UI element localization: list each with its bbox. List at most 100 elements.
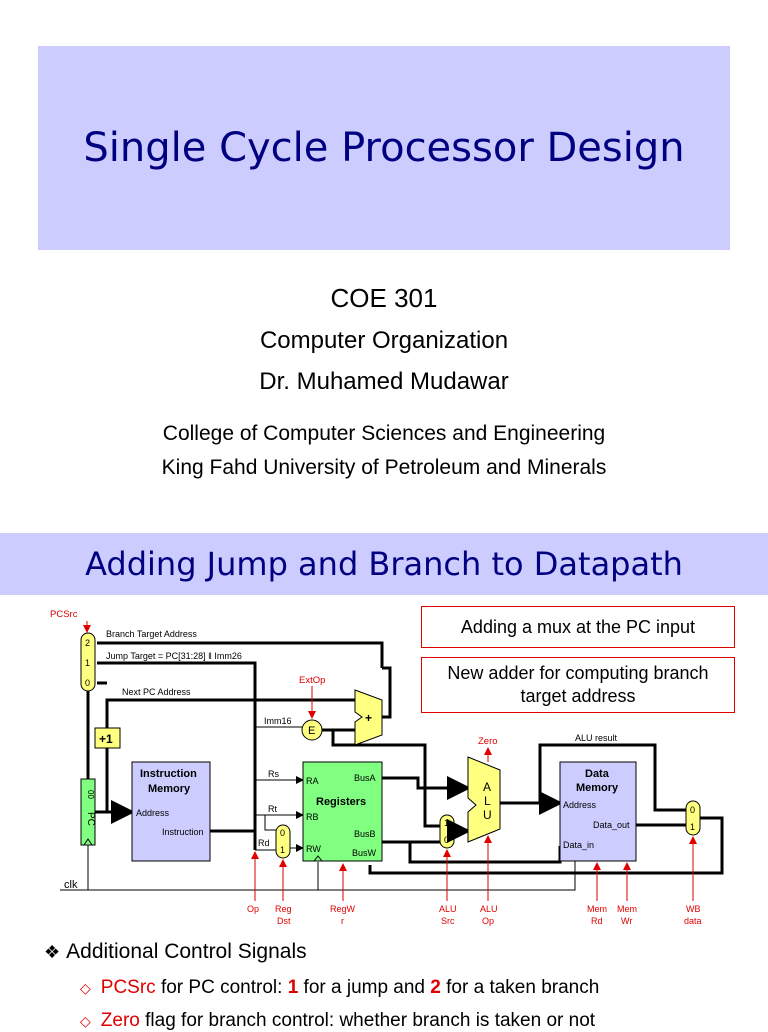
branch-target-wire	[97, 641, 384, 668]
extop-label: ExtOp	[299, 675, 325, 686]
rd-label: Rd	[258, 838, 270, 848]
sig-memrd2: Rd	[591, 916, 603, 926]
register-file	[302, 761, 383, 862]
diamond-icon: ◇	[80, 980, 91, 996]
sig-regwr2: r	[341, 916, 344, 926]
zero-term: Zero	[100, 1010, 140, 1031]
busb-to-datain	[408, 842, 562, 864]
alusrc-mux0: 0	[444, 835, 449, 845]
data-memory	[559, 761, 637, 862]
slide1-title-band: Single Cycle Processor Design	[38, 46, 730, 250]
datapath-diagram: PCSrc 2 1 0 Branch Target Address Jump T…	[50, 609, 724, 926]
sig-op: Op	[247, 904, 259, 914]
sig-aluop2: Op	[482, 916, 494, 926]
callout-pc-mux: Adding a mux at the PC input	[421, 606, 735, 648]
callout-branch-adder: New adder for computing branch target ad…	[421, 657, 735, 713]
next-pc-label: Next PC Address	[122, 687, 191, 697]
reg-busw: BusW	[352, 848, 377, 858]
writeback-wire	[368, 816, 724, 875]
adder-out-wire	[382, 666, 392, 719]
bullet-zero: ◇ Zero flag for branch control: whether b…	[80, 1010, 595, 1032]
slide2-title: Adding Jump and Branch to Datapath	[85, 545, 683, 583]
next-pc-wire	[105, 698, 355, 728]
im-address: Address	[136, 808, 170, 818]
zero-text: flag for branch control: whether branch …	[139, 1010, 596, 1031]
sig-regwr1: RegW	[330, 904, 356, 914]
bullet-main-text: Additional Control Signals	[66, 940, 307, 963]
sig-memrd1: Mem	[587, 904, 607, 914]
pc-bits-label: 00	[86, 790, 95, 799]
pc-mux-in0: 0	[85, 678, 90, 688]
jump-target-wire	[97, 661, 257, 850]
busa-wire	[382, 776, 471, 800]
slide2-title-band: Adding Jump and Branch to Datapath	[0, 533, 768, 595]
alu-u: U	[483, 808, 492, 822]
ext-to-alusrc	[331, 730, 440, 828]
university: King Fahd University of Petroleum and Mi…	[161, 456, 607, 479]
wb-mux0: 0	[690, 805, 695, 815]
sig-wb1: WB	[686, 904, 701, 914]
course-code: COE 301	[330, 283, 438, 313]
alu-result-bypass	[538, 743, 686, 812]
reg-rw: RW	[306, 844, 321, 854]
sig-memwr1: Mem	[617, 904, 637, 914]
clk-wire	[60, 857, 576, 891]
wb-mux1: 1	[690, 822, 695, 832]
college: College of Computer Sciences and Enginee…	[162, 422, 606, 445]
zero-label: Zero	[478, 736, 498, 747]
dm-dataout: Data_out	[593, 820, 630, 830]
reg-clk-triangle	[313, 855, 323, 862]
regdst-mux0: 0	[280, 828, 285, 838]
rt-to-mux	[264, 815, 276, 831]
sig-wb2: data	[684, 916, 702, 926]
bullet-main: ❖Additional Control Signals	[44, 940, 307, 964]
im-instruction: Instruction	[162, 827, 204, 837]
reg-ra: RA	[306, 776, 319, 786]
dm-title2: Memory	[576, 782, 619, 794]
pcsrc-val2: 2	[430, 977, 441, 998]
dm-datain: Data_in	[563, 840, 594, 850]
clk-label: clk	[64, 879, 78, 891]
sig-aluop1: ALU	[480, 904, 498, 914]
pcsrc-text-b: for a jump and	[298, 977, 431, 998]
rs-label: Rs	[268, 769, 279, 779]
bullet-pcsrc: ◇PCSrc for PC control: 1 for a jump and …	[80, 977, 599, 999]
reg-rb: RB	[306, 812, 319, 822]
pcsrc-text-c: for a taken branch	[440, 977, 600, 998]
instruction-memory	[131, 761, 211, 862]
bullet-diamond-icon: ❖	[44, 942, 61, 962]
pcsrc-val1: 1	[287, 977, 299, 998]
sig-regdst1: Reg	[275, 904, 292, 914]
pcsrc-term: PCSrc	[100, 977, 156, 998]
dm-title1: Data	[585, 768, 610, 780]
reg-title: Registers	[316, 796, 366, 808]
imm16-label: Imm16	[264, 716, 292, 726]
reg-busb: BusB	[354, 829, 376, 839]
pcsrc-text-a: for PC control:	[155, 977, 288, 998]
alu-result-label: ALU result	[575, 733, 618, 743]
branch-target-label: Branch Target Address	[106, 629, 197, 639]
slide1-title: Single Cycle Processor Design	[83, 125, 685, 171]
regdst-mux	[275, 824, 291, 859]
regdst-mux1: 1	[280, 845, 285, 855]
extender-label: E	[308, 725, 315, 737]
alusrc-mux1: 1	[444, 818, 449, 828]
reg-busa: BusA	[354, 773, 376, 783]
alu-a: A	[483, 780, 491, 794]
sig-alusrc1: ALU	[439, 904, 457, 914]
jump-target-label: Jump Target = PC[31:28] ǁ Imm26	[106, 651, 242, 661]
course-name: Computer Organization	[259, 327, 509, 354]
rt-label: Rt	[268, 804, 277, 814]
sig-regdst2: Dst	[277, 916, 291, 926]
sig-alusrc2: Src	[441, 916, 455, 926]
pc-mux-in2: 2	[85, 638, 90, 648]
author: Dr. Muhamed Mudawar	[259, 368, 509, 395]
increment-label: +1	[99, 732, 113, 746]
pc-label: PC	[85, 812, 96, 826]
alu	[467, 756, 501, 843]
pc-mux-in1: 1	[85, 658, 90, 668]
pcsrc-label: PCSrc	[50, 609, 78, 620]
diamond-icon: ◇	[80, 1013, 91, 1029]
branch-adder	[354, 689, 383, 746]
im-title1: Instruction	[140, 768, 197, 780]
